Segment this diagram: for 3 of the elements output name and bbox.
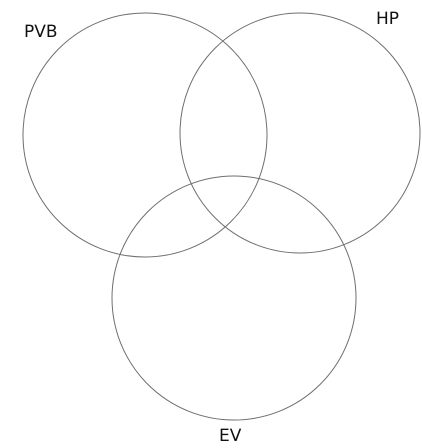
set-label: EV: [219, 428, 242, 445]
set-label: PVB: [24, 24, 58, 41]
set-label: HP: [376, 11, 400, 28]
